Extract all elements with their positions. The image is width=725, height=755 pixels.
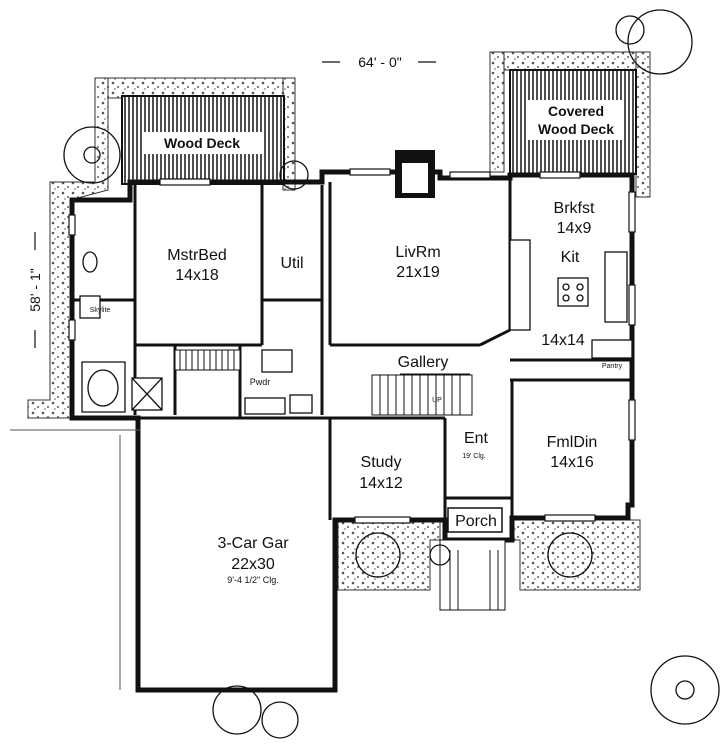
garage-size: 22x30 <box>231 556 275 573</box>
util-name: Util <box>280 255 303 272</box>
up-label: UP <box>432 397 442 404</box>
kit-size: 14x14 <box>541 332 585 349</box>
bath-fixtures <box>79 251 313 415</box>
pwdr-label: Pwdr <box>250 377 271 387</box>
stairs <box>174 349 506 611</box>
stone-planters <box>27 51 651 591</box>
covered-wood-deck: Covered Wood Deck <box>509 69 637 175</box>
livrm-name: LivRm <box>395 244 440 261</box>
dimension-marks <box>34 61 436 348</box>
fireplace <box>395 150 435 198</box>
wood-deck: Wood Deck <box>121 95 285 185</box>
covered-deck-label-2: Wood Deck <box>538 121 614 137</box>
livrm-size: 21x19 <box>396 264 440 281</box>
fmldin-name: FmlDin <box>547 434 598 451</box>
kitchen-fixtures <box>509 239 633 359</box>
study-size: 14x12 <box>359 475 403 492</box>
ent-name: Ent <box>464 430 489 447</box>
trees <box>63 9 720 739</box>
exterior-walls <box>69 169 635 693</box>
skylite-label: Skylite <box>90 307 111 314</box>
pantry-label: Pantry <box>602 363 623 370</box>
brkfst-size: 14x9 <box>557 220 592 237</box>
ent-note: 19' Clg. <box>462 453 486 460</box>
garage-note: 9'-4 1/2" Clg. <box>227 575 278 585</box>
porch-name: Porch <box>455 513 497 530</box>
garage-name: 3-Car Gar <box>217 535 289 552</box>
overall-depth: 58' - 1" <box>27 268 43 311</box>
kit-name: Kit <box>561 249 580 266</box>
mstrbed-name: MstrBed <box>167 247 227 264</box>
fmldin-size: 14x16 <box>550 454 594 471</box>
overall-width: 64' - 0" <box>358 54 401 70</box>
mstrbed-size: 14x18 <box>175 267 219 284</box>
covered-deck-label-1: Covered <box>548 103 604 119</box>
wood-deck-label: Wood Deck <box>164 135 240 151</box>
gallery-name: Gallery <box>398 354 449 371</box>
driveway <box>10 429 140 690</box>
brkfst-name: Brkfst <box>554 200 595 217</box>
interior-walls <box>72 178 632 540</box>
study-name: Study <box>361 454 402 471</box>
windows <box>68 168 636 524</box>
